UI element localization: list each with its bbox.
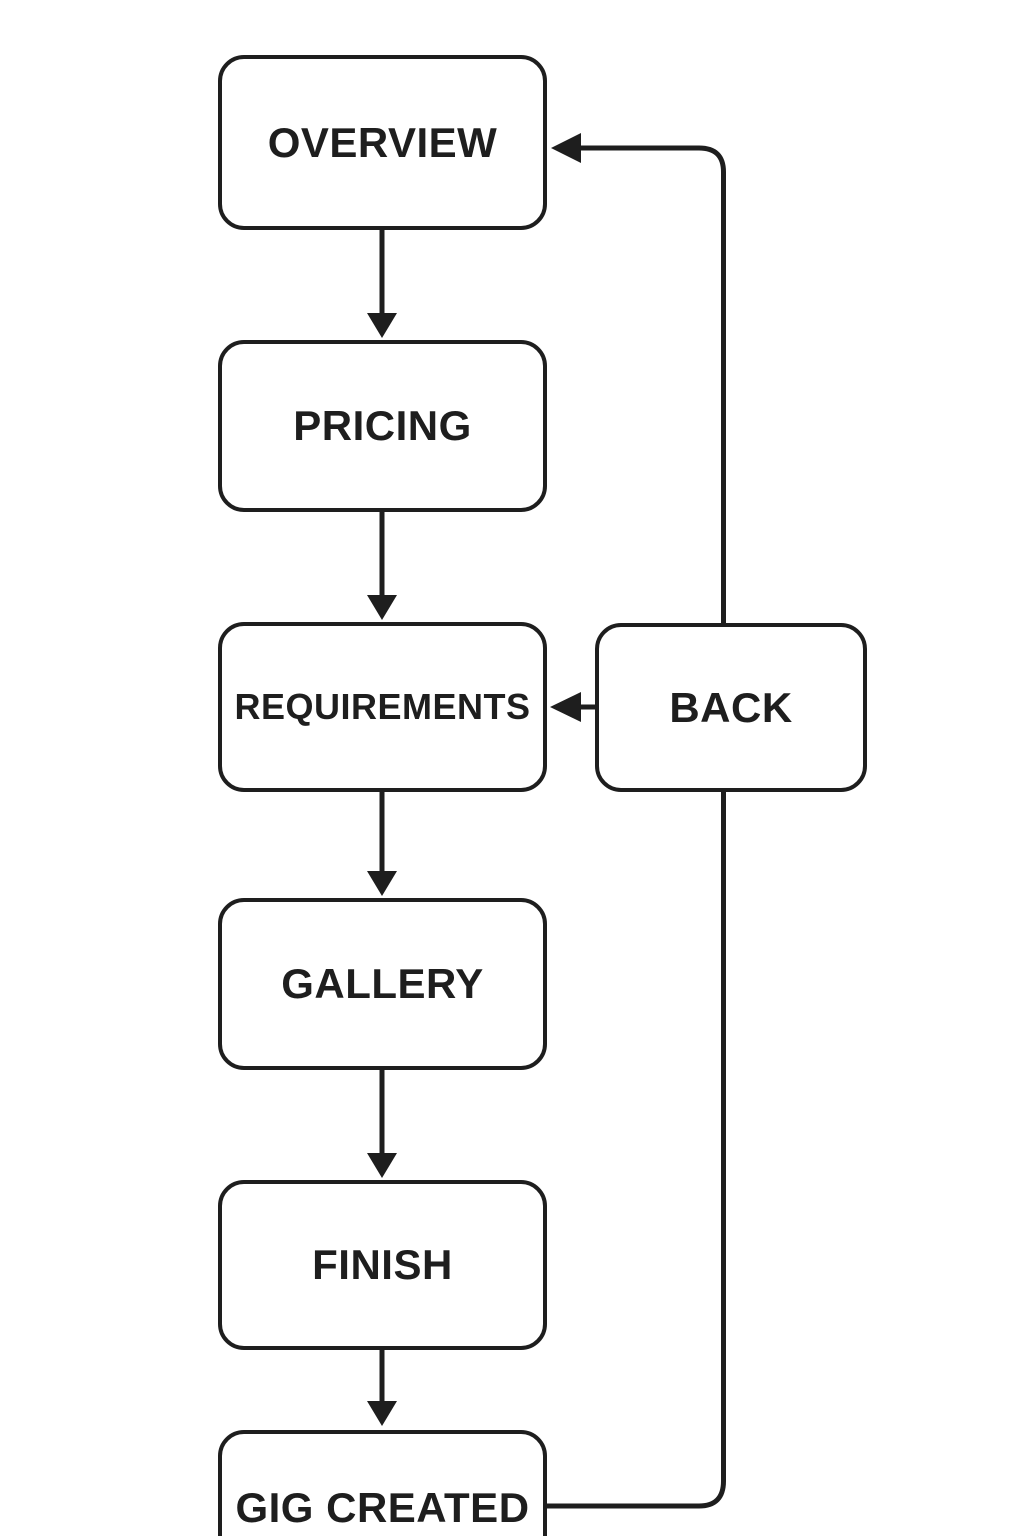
edge-back-requirements-arrowhead — [550, 692, 581, 722]
edge-gig-created-to-overview-line — [547, 145, 726, 1509]
flow-node-requirements: REQUIREMENTS — [218, 622, 547, 792]
flow-node-back-label: BACK — [669, 683, 793, 731]
flow-node-gallery: GALLERY — [218, 898, 547, 1070]
edge-requirements-gallery-arrowhead — [367, 871, 397, 896]
edge-gallery-finish-arrowhead — [367, 1153, 397, 1178]
edge-finish-gig-created-arrowhead — [367, 1401, 397, 1426]
flow-node-requirements-label: REQUIREMENTS — [234, 686, 531, 727]
flow-node-gig-created-label: GIG CREATED — [235, 1483, 530, 1531]
flow-node-pricing-label: PRICING — [293, 402, 472, 449]
edge-pricing-requirements-arrowhead — [367, 595, 397, 620]
flow-node-overview: OVERVIEW — [218, 55, 547, 230]
flow-node-pricing: PRICING — [218, 340, 547, 512]
edge-overview-pricing-arrowhead — [367, 313, 397, 338]
edge-gig-created-to-overview-arrowhead — [551, 133, 581, 163]
flow-node-gig-created: GIG CREATED — [218, 1430, 547, 1536]
flow-node-overview-label: OVERVIEW — [267, 118, 498, 166]
flow-node-finish: FINISH — [218, 1180, 547, 1350]
flow-node-back: BACK — [595, 623, 867, 792]
flow-node-finish-label: FINISH — [312, 1241, 453, 1288]
flow-node-gallery-label: GALLERY — [281, 960, 484, 1007]
